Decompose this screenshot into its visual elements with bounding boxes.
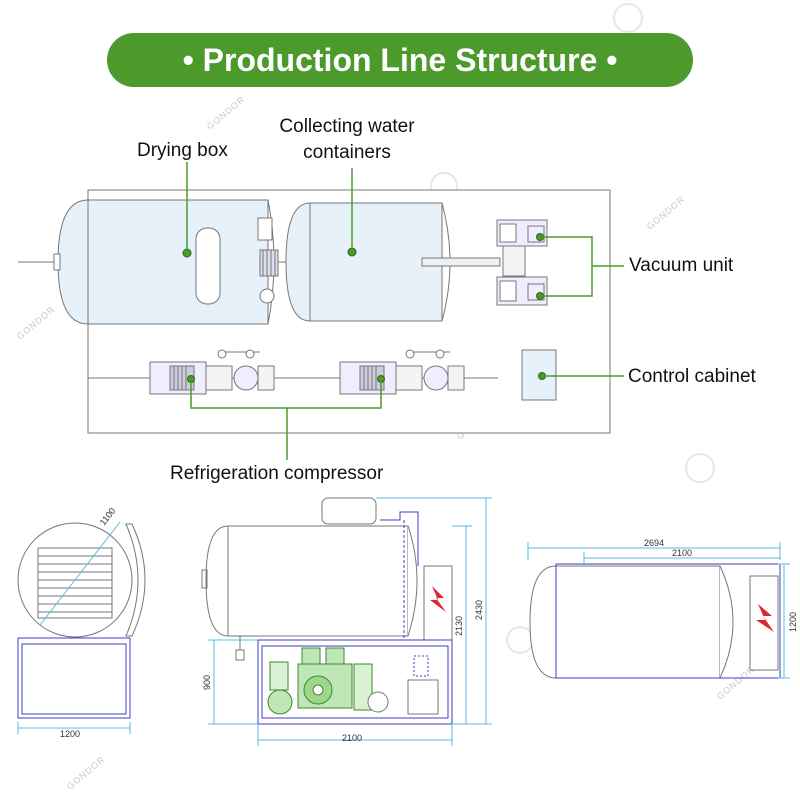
- front-motor-icon: [267, 689, 293, 715]
- label-drying-box: Drying box: [137, 140, 228, 161]
- dim-side-diagonal: 1100: [98, 506, 118, 527]
- dim-top-total: 2694: [644, 538, 664, 548]
- label-collecting-water-containers: Collecting water containers: [279, 116, 415, 163]
- label-control-cabinet: Control cabinet: [628, 366, 756, 387]
- front-tank: [227, 525, 409, 637]
- side-diagonal-dim: [39, 521, 121, 626]
- dim-top-inner: 2100: [672, 548, 692, 558]
- dim-front-900: 900: [202, 675, 212, 690]
- dim-front-width: 2100: [342, 733, 362, 743]
- side-view: [17, 521, 146, 734]
- watermark-text: GONDOR: [205, 94, 247, 132]
- dim-top-height: 1200: [788, 612, 798, 632]
- label-refrigeration-compressor: Refrigeration compressor: [170, 463, 384, 484]
- bullet-left: •: [182, 42, 194, 78]
- title-banner: • Production Line Structure •: [107, 33, 693, 87]
- side-base-inner: [21, 643, 127, 715]
- dim-front-2430: 2430: [474, 600, 484, 620]
- side-shelves: [37, 547, 113, 619]
- watermark-text: GONDOR: [15, 304, 57, 342]
- dim-front-2130: 2130: [454, 616, 464, 636]
- leader-compressor-bracket: [190, 379, 382, 409]
- connector-valve: [257, 217, 279, 304]
- top-outline-frame: [555, 563, 781, 679]
- dim-side-width: 1200: [60, 729, 80, 739]
- front-pump-icon: [353, 663, 373, 711]
- front-top-box: [321, 497, 377, 525]
- top-dimension-lines: [527, 542, 790, 679]
- leader-lines: [186, 162, 624, 460]
- plan-view: [18, 189, 611, 434]
- page-title: Production Line Structure: [202, 42, 598, 78]
- front-dimension-lines: [208, 497, 492, 746]
- side-base-frame: [17, 637, 131, 719]
- top-view: [527, 542, 790, 679]
- watermark-text: GONDOR: [645, 194, 687, 232]
- control-cabinet: [521, 349, 557, 401]
- refrigeration-compressor-2: [339, 349, 465, 395]
- collecting-container-tank: [285, 202, 451, 322]
- bullet-right: •: [606, 42, 618, 78]
- top-tank: [555, 565, 721, 679]
- front-electric-box: [407, 679, 439, 715]
- front-view: [201, 497, 492, 746]
- drying-box-tank: [53, 199, 275, 325]
- vacuum-pipe: [421, 257, 501, 267]
- label-vacuum-unit: Vacuum unit: [629, 255, 734, 276]
- front-base-inner: [261, 645, 449, 719]
- vacuum-unit: [496, 219, 548, 306]
- front-compressor-icon: [297, 647, 353, 709]
- watermark-text: GONDOR: [65, 754, 107, 792]
- side-door: [125, 523, 146, 637]
